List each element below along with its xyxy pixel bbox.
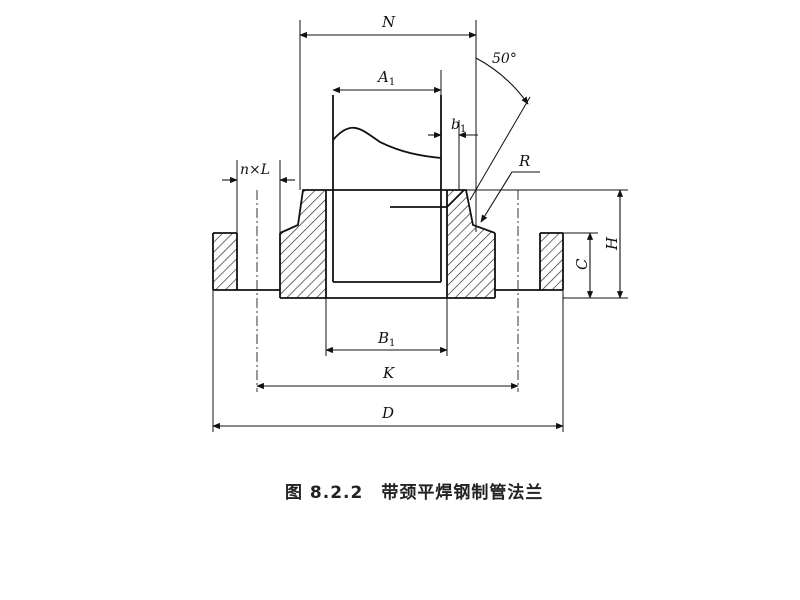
- label-K: K: [382, 364, 395, 382]
- label-R: R: [518, 152, 530, 170]
- label-N: N: [381, 13, 396, 31]
- flange-outline: [212, 95, 564, 299]
- hatched-sections: [213, 190, 563, 298]
- left-hub-section: [280, 190, 326, 298]
- label-D: D: [381, 404, 394, 422]
- figure-title: 带颈平焊钢制管法兰: [381, 483, 544, 503]
- right-hub-section: [447, 190, 495, 298]
- figure-caption: 图 8.2.2 带颈平焊钢制管法兰: [285, 478, 561, 503]
- label-b1: b1: [451, 117, 466, 135]
- right-flange-section: [540, 233, 563, 290]
- label-B1: B1: [377, 329, 395, 349]
- label-H: H: [603, 236, 621, 251]
- label-nxL: n×L: [240, 162, 270, 178]
- dimension-lines: [212, 31, 624, 430]
- label-A1: A1: [376, 68, 395, 88]
- left-flange-section: [213, 233, 237, 290]
- center-lines: [256, 190, 519, 392]
- label-angle: 50°: [492, 51, 517, 67]
- label-C: C: [573, 258, 591, 270]
- extension-lines: [212, 20, 628, 432]
- dimension-labels: N A1 50° b1 R n×L C H B1 K D: [240, 13, 621, 422]
- figure-number: 图 8.2.2: [285, 483, 364, 503]
